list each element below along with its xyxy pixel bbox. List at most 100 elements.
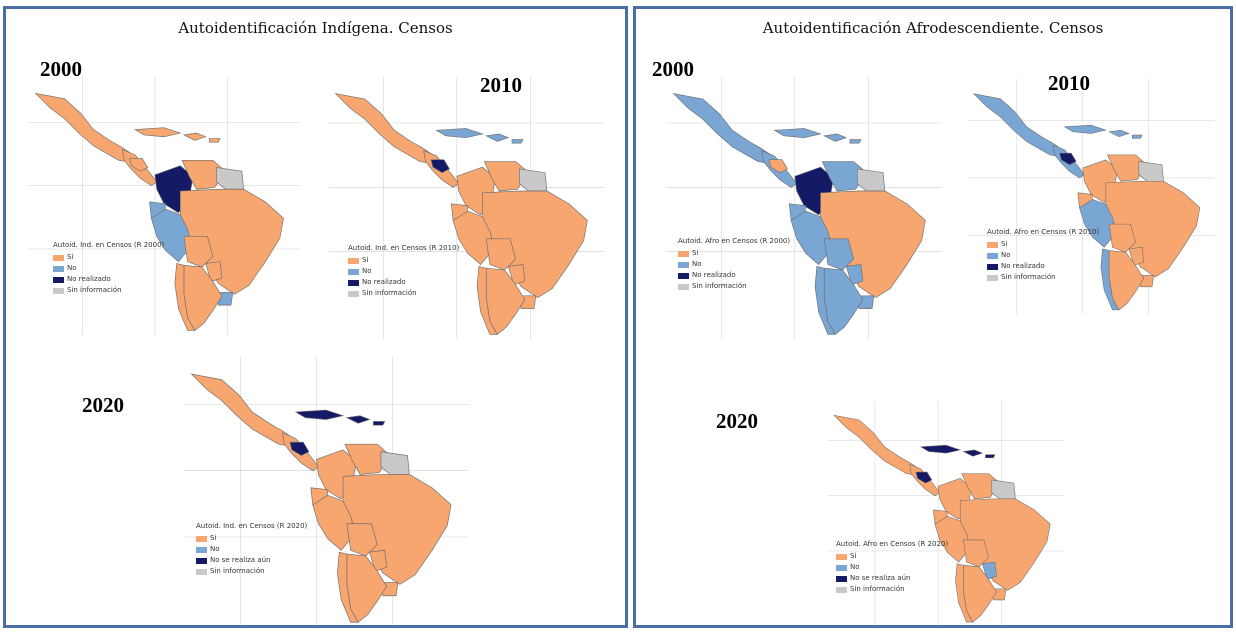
legend-item: No se realiza aún	[196, 555, 307, 566]
legend-label: Si	[67, 253, 74, 261]
legend-label: Si	[692, 249, 699, 257]
indigenous-map-2020	[171, 357, 481, 625]
legend-label: No se realiza aún	[210, 556, 271, 564]
indigenous-map-2000	[24, 77, 304, 335]
legend-swatch	[196, 557, 207, 564]
legend-item: Sin información	[348, 288, 459, 299]
country-brazil	[1105, 180, 1201, 278]
legend-title: Autoid. Ind. en Censos (R 2010)	[348, 244, 460, 252]
afrodescendant-year-2000: 2000	[652, 57, 694, 81]
legend-swatch	[196, 535, 207, 542]
legend-label: Sin información	[210, 567, 265, 575]
country-cuba	[919, 444, 962, 454]
legend-label: Si	[210, 534, 217, 542]
country-venezuela	[961, 473, 1001, 500]
legend-label: No realizado	[692, 271, 736, 279]
legend-label: No realizado	[362, 278, 406, 286]
legend-item: Si	[348, 255, 459, 266]
country-centralDark	[289, 441, 310, 456]
legend-label: Sin información	[1001, 273, 1056, 281]
country-chile	[174, 263, 196, 331]
legend-label: No se realiza aún	[850, 574, 911, 582]
country-chile	[955, 563, 974, 623]
country-bolivia	[485, 238, 517, 271]
map-svg	[28, 77, 300, 335]
legend-item: No	[348, 266, 459, 277]
country-mexico	[334, 93, 436, 164]
afrodescendant-map-2000	[654, 77, 954, 339]
country-venezuela	[821, 161, 867, 192]
country-mexico	[672, 93, 774, 164]
legend-item: No	[53, 263, 164, 274]
country-bolivia	[823, 238, 855, 271]
afrodescendant-map-2020	[806, 401, 1086, 625]
legend-item: Sin información	[53, 285, 164, 296]
legend-item: No	[196, 544, 307, 555]
country-caribbean	[823, 133, 862, 144]
legend-swatch	[987, 252, 998, 259]
legend-swatch	[53, 265, 64, 272]
country-cuba	[773, 128, 822, 138]
indigenous-map-2010	[321, 77, 611, 339]
country-guianas	[1138, 161, 1164, 182]
legend-item: Sin información	[196, 566, 307, 577]
legend-item: Si	[53, 252, 164, 263]
country-caribbean	[1108, 129, 1143, 139]
legend-label: Si	[850, 552, 857, 560]
country-paraguay	[507, 264, 526, 286]
legend-swatch	[836, 575, 847, 582]
country-brazil	[342, 474, 452, 585]
legend-label: No	[850, 563, 860, 571]
country-bolivia	[346, 523, 378, 557]
legend-label: No	[692, 260, 702, 268]
legend-title: Autoid. Afro en Censos (R 2020)	[836, 540, 949, 548]
afrodescendant-year-2010: 2010	[1048, 71, 1090, 95]
legend-swatch	[348, 290, 359, 297]
legend-title: Autoid. Afro en Censos (R 2010)	[987, 228, 1100, 236]
country-cuba	[294, 409, 345, 420]
legend-item: No realizado	[678, 270, 790, 281]
legend-swatch	[196, 568, 207, 575]
legend-item: No realizado	[53, 274, 164, 285]
country-guianas	[991, 479, 1016, 500]
legend-item: Si	[196, 533, 307, 544]
legend-swatch	[196, 546, 207, 553]
country-guianas	[380, 451, 410, 475]
legend-item: Si	[987, 239, 1099, 250]
country-centralDark	[768, 159, 788, 173]
country-venezuela	[344, 443, 391, 475]
country-bolivia	[963, 539, 989, 568]
legend-item: No	[836, 562, 948, 573]
country-paraguay	[1128, 246, 1145, 266]
country-cuba	[1063, 124, 1107, 134]
country-chile	[476, 265, 498, 335]
indigenous-year-2000: 2000	[40, 57, 82, 81]
legend-item: No realizado	[987, 261, 1099, 272]
country-paraguay	[205, 261, 223, 282]
country-centralDark	[915, 471, 933, 484]
indigenous-year-2020: 2020	[82, 393, 124, 417]
indigenous-year-2010: 2010	[480, 73, 522, 97]
legend-swatch	[987, 241, 998, 248]
country-mexico	[190, 373, 295, 447]
legend-label: No	[67, 264, 77, 272]
legend-item: Sin información	[987, 272, 1099, 283]
country-caribbean	[345, 415, 386, 426]
afrodescendant-panel-title: Autoidentificación Afrodescendiente. Cen…	[762, 19, 1104, 37]
indigenous-panel-title: Autoidentificación Indígena. Censos	[178, 19, 453, 37]
legend-title: Autoid. Ind. en Censos (R 2020)	[196, 522, 308, 530]
legend-swatch	[678, 261, 689, 268]
map-svg	[328, 77, 604, 339]
country-chile	[337, 551, 359, 623]
indigenous-panel: Autoidentificación Indígena. Censos 2000…	[3, 6, 628, 628]
legend-label: Si	[362, 256, 369, 264]
country-chile	[814, 265, 836, 335]
legend-swatch	[987, 274, 998, 281]
afrodescendant-panel: Autoidentificación Afrodescendiente. Cen…	[633, 6, 1233, 628]
map-svg	[967, 79, 1215, 314]
